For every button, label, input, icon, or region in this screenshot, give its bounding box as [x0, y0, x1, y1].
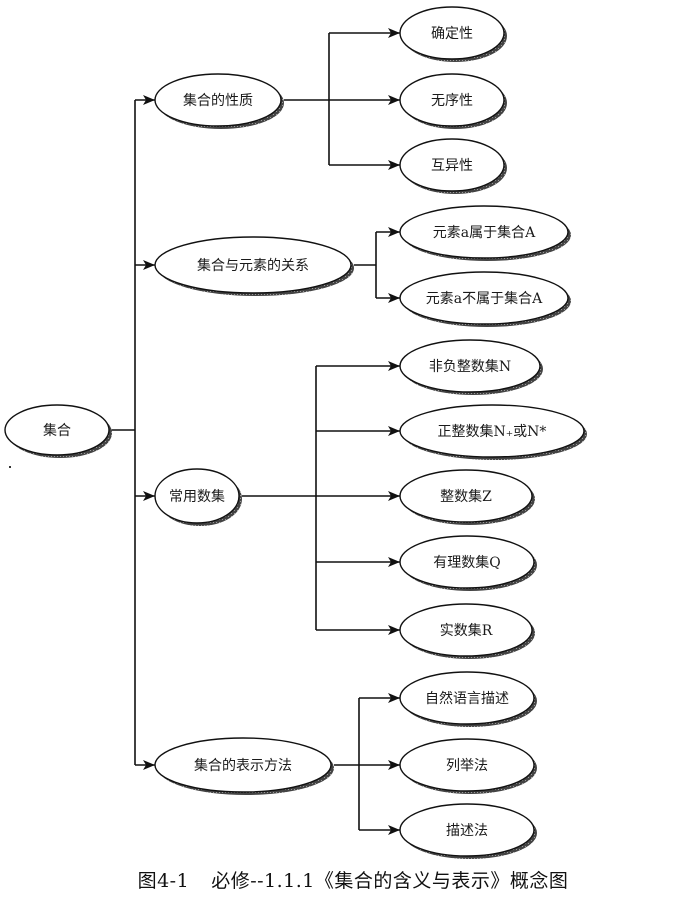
- node-label: 有理数集Q: [433, 554, 500, 571]
- node-representation: 集合的表示方法: [154, 737, 334, 795]
- node-label: 无序性: [431, 93, 473, 109]
- node-root: 集合: [4, 404, 112, 458]
- figure-caption: 图4-1 必修--1.1.1《集合的含义与表示》概念图: [0, 866, 700, 893]
- node-label: 互异性: [431, 158, 473, 174]
- node-ellipse: [399, 603, 533, 657]
- node-ellipse: [154, 73, 282, 127]
- node-natural-language: 自然语言描述: [399, 671, 537, 727]
- connector-lines: [109, 28, 400, 835]
- node-ellipse: [399, 404, 585, 458]
- node-not-belongs: 元素a不属于集合A: [399, 271, 571, 327]
- node-description: 描述法: [399, 803, 537, 859]
- node-label: 集合的性质: [183, 92, 253, 109]
- node-integers: 整数集Z: [399, 469, 535, 525]
- node-ellipse: [399, 205, 569, 259]
- node-label: 集合的表示方法: [194, 757, 292, 774]
- node-element-relation: 集合与元素的关系: [154, 236, 354, 296]
- node-distinctness: 互异性: [399, 138, 507, 194]
- node-ellipse: [4, 404, 110, 456]
- node-ellipse: [154, 737, 332, 793]
- node-properties: 集合的性质: [154, 73, 284, 129]
- node-ellipse: [399, 671, 535, 725]
- node-label: 自然语言描述: [425, 690, 509, 707]
- stray-dot: [9, 466, 11, 468]
- node-number-sets: 常用数集: [154, 468, 242, 526]
- node-label: 正整数集N₊或N*: [438, 423, 547, 440]
- node-ellipse: [399, 738, 535, 792]
- node-rationals: 有理数集Q: [399, 535, 537, 591]
- node-definiteness: 确定性: [399, 6, 507, 62]
- node-ellipse: [399, 138, 505, 192]
- node-label: 元素a不属于集合A: [426, 290, 543, 307]
- node-ellipse: [154, 468, 240, 524]
- node-reals: 实数集R: [399, 603, 535, 659]
- node-label: 元素a属于集合A: [433, 224, 536, 241]
- node-enumeration: 列举法: [399, 738, 537, 794]
- node-label: 列举法: [446, 758, 488, 774]
- figure-caption-text: 必修--1.1.1《集合的含义与表示》概念图: [211, 870, 569, 892]
- figure-number: 图4-1: [137, 870, 190, 892]
- node-label: 常用数集: [169, 488, 225, 505]
- node-label: 集合: [43, 422, 71, 439]
- node-ellipse: [399, 271, 569, 325]
- node-belongs: 元素a属于集合A: [399, 205, 571, 261]
- node-ellipse: [399, 6, 505, 60]
- node-ellipse: [399, 803, 535, 857]
- node-naturals: 非负整数集N: [399, 339, 543, 395]
- node-label: 集合与元素的关系: [197, 257, 309, 274]
- node-label: 确定性: [431, 26, 473, 42]
- node-label: 实数集R: [440, 622, 493, 639]
- node-unordered: 无序性: [399, 73, 507, 129]
- node-label: 整数集Z: [440, 488, 492, 505]
- node-ellipse: [154, 236, 352, 294]
- node-ellipse: [399, 469, 533, 523]
- node-label: 非负整数集N: [429, 358, 511, 375]
- node-positive-integers: 正整数集N₊或N*: [399, 404, 587, 460]
- node-label: 描述法: [446, 823, 488, 839]
- node-ellipse: [399, 73, 505, 127]
- node-ellipse: [399, 339, 541, 393]
- node-ellipse: [399, 535, 535, 589]
